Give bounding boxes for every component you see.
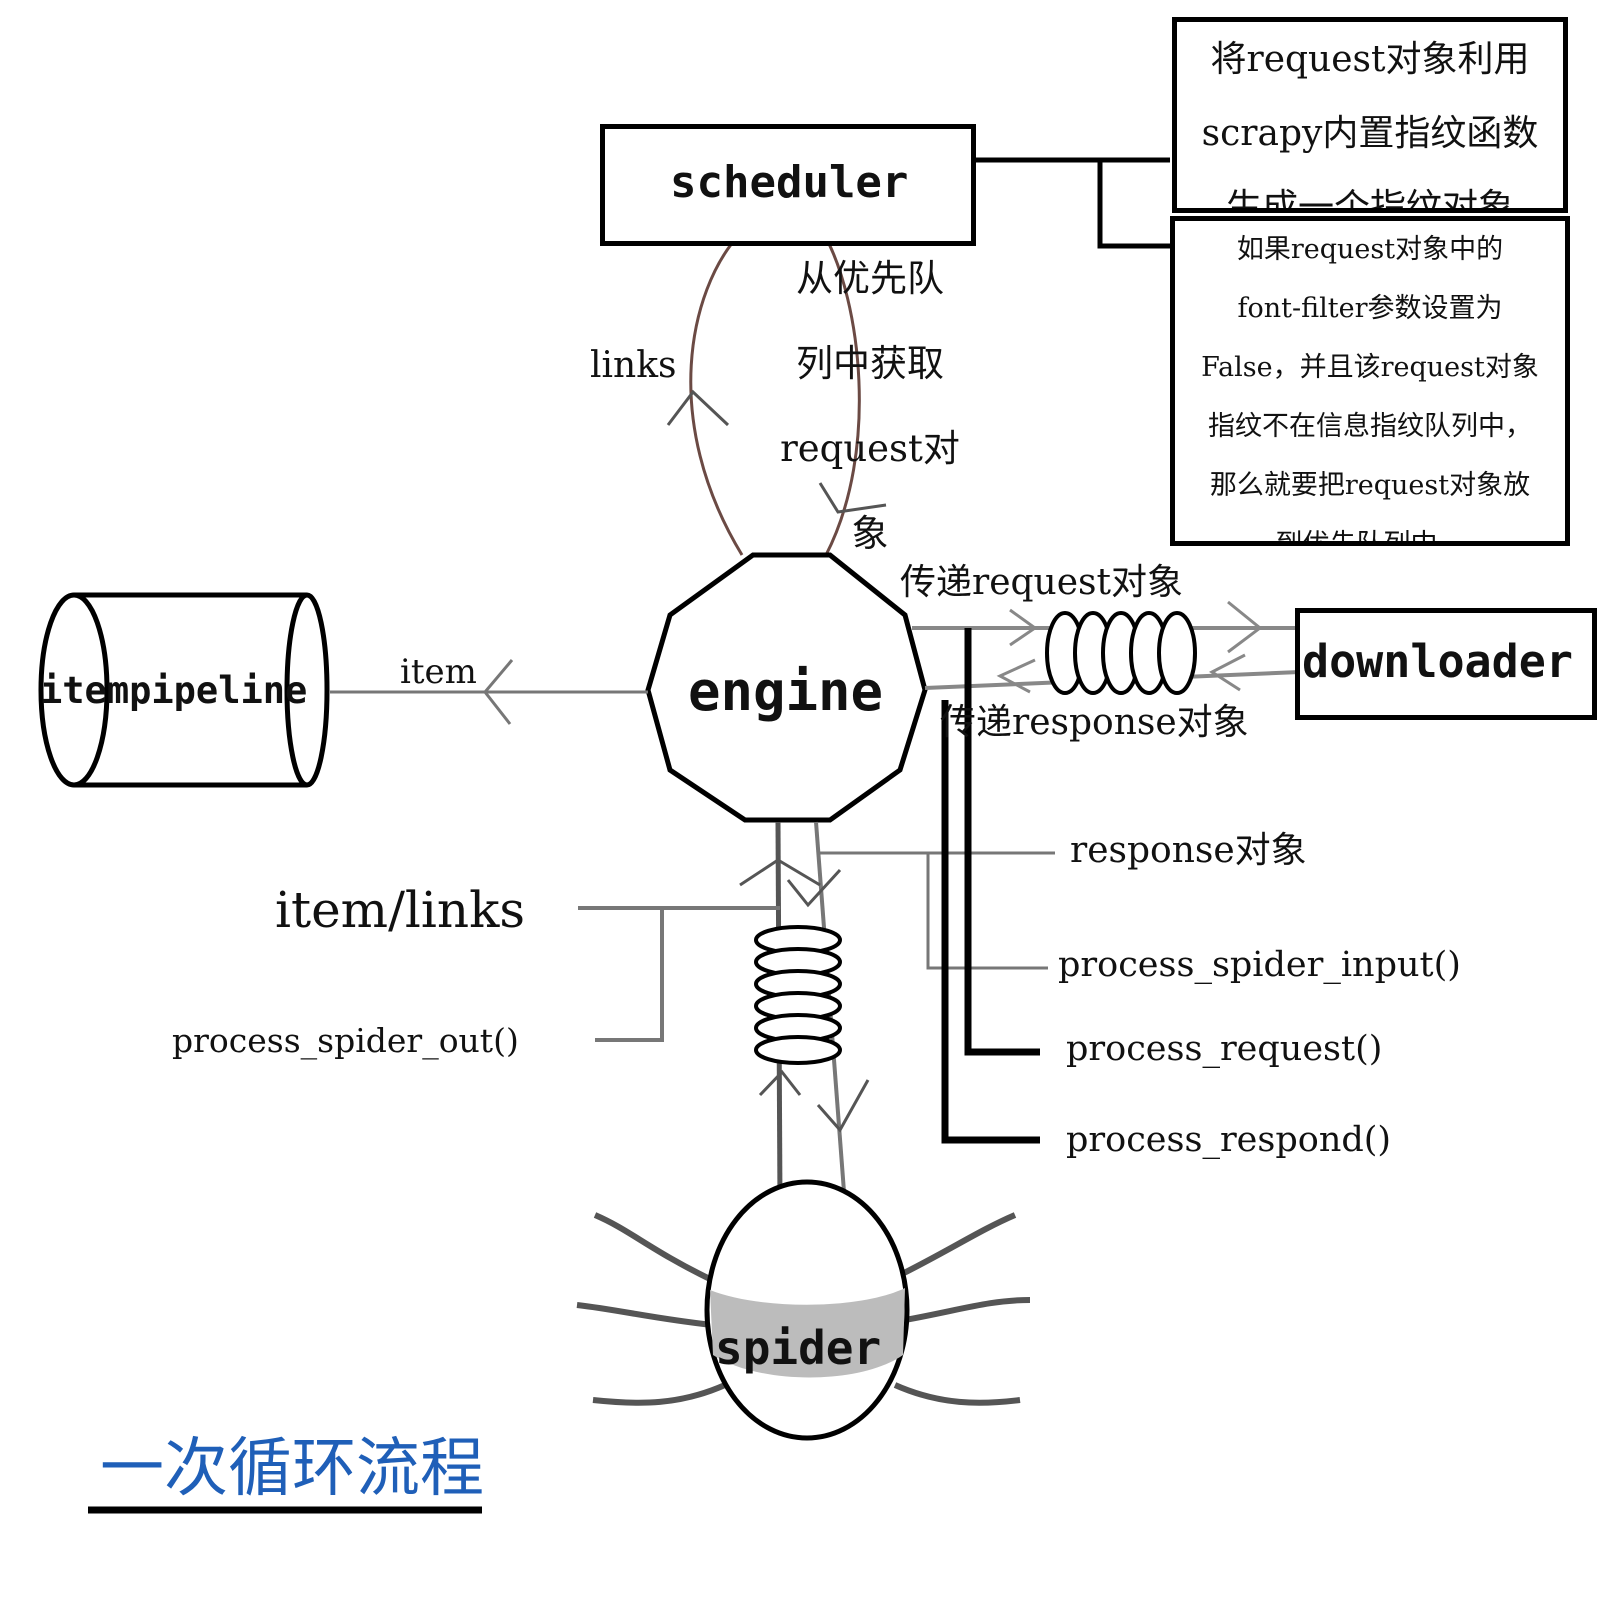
filter-note-line-5: 那么就要把request对象放 <box>1209 470 1531 501</box>
filter-note-line-4: 指纹不在信息指纹队列中， <box>1208 411 1532 442</box>
diagram-caption: 一次循环流程 <box>100 1432 484 1506</box>
item-links-label: item/links <box>275 881 526 939</box>
links-arrowhead <box>666 389 730 427</box>
process-spider-input-label: process_spider_input() <box>1058 945 1461 985</box>
item-links-bracket <box>578 906 780 1042</box>
downloader-middleware-coil <box>1045 611 1197 695</box>
scheduler-label: scheduler <box>670 157 909 208</box>
fetch-label-line-2: 列中获取 <box>796 342 944 385</box>
process-spider-out-label: process_spider_out() <box>172 1021 519 1060</box>
scheduler-box[interactable]: scheduler <box>600 124 976 246</box>
links-label: links <box>590 345 677 386</box>
filter-note: 如果request对象中的 font-filter参数设置为 False，并且该… <box>1170 216 1570 546</box>
spider-shape <box>576 1179 1031 1441</box>
item-label: item <box>400 652 477 692</box>
engine-shape <box>645 552 928 823</box>
fetch-label-line-1: 从优先队 <box>796 257 944 300</box>
fetch-label: 从优先队 列中获取 request对 象 <box>770 248 970 557</box>
pass-request-label: 传递request对象 <box>900 562 1183 603</box>
itempipeline-label[interactable]: itempipeline <box>40 669 308 712</box>
filter-note-line-6: 到优先队列中。 <box>1275 529 1465 546</box>
itempipeline-cylinder <box>38 592 330 788</box>
process-request-bracket <box>964 628 1040 1056</box>
pass-response-label: 传递response对象 <box>940 702 1249 743</box>
request-arrowhead <box>818 482 887 514</box>
fingerprint-note-line-1: 将request对象利用 <box>1210 39 1530 80</box>
request-arrowhead-right <box>1009 600 1263 654</box>
filter-note-line-1: 如果request对象中的 <box>1236 234 1504 265</box>
fingerprint-note-line-3: 生成一个指纹对象 <box>1225 187 1514 213</box>
fetch-label-line-3: request对 <box>780 427 960 470</box>
filter-note-line-2: font-filter参数设置为 <box>1237 293 1503 324</box>
downloader-label: downloader <box>1302 635 1573 688</box>
response-object-label: response对象 <box>1070 830 1307 871</box>
fingerprint-note-line-2: scrapy内置指纹函数 <box>1201 113 1539 154</box>
item-arrowhead <box>483 659 514 725</box>
response-arrowhead-left <box>996 653 1246 694</box>
spider-label[interactable]: spider <box>715 1321 882 1375</box>
links-arc <box>689 235 744 556</box>
fingerprint-note: 将request对象利用 scrapy内置指纹函数 生成一个指纹对象 <box>1172 17 1568 213</box>
process-request-label: process_request() <box>1066 1029 1383 1069</box>
response-bracket <box>818 851 1055 970</box>
filter-note-line-3: False，并且该request对象 <box>1201 352 1539 383</box>
process-respond-label: process_respond() <box>1066 1120 1392 1160</box>
downloader-box[interactable]: downloader <box>1295 608 1597 720</box>
scheduler-note-connector <box>966 157 1170 249</box>
spider-down-arrowhead <box>786 868 870 1133</box>
engine-label[interactable]: engine <box>688 660 884 723</box>
fetch-label-line-4: 象 <box>851 512 889 555</box>
spider-middleware-coil <box>754 925 842 1065</box>
spider-up-arrowhead <box>739 858 821 1097</box>
process-respond-bracket <box>941 700 1040 1144</box>
